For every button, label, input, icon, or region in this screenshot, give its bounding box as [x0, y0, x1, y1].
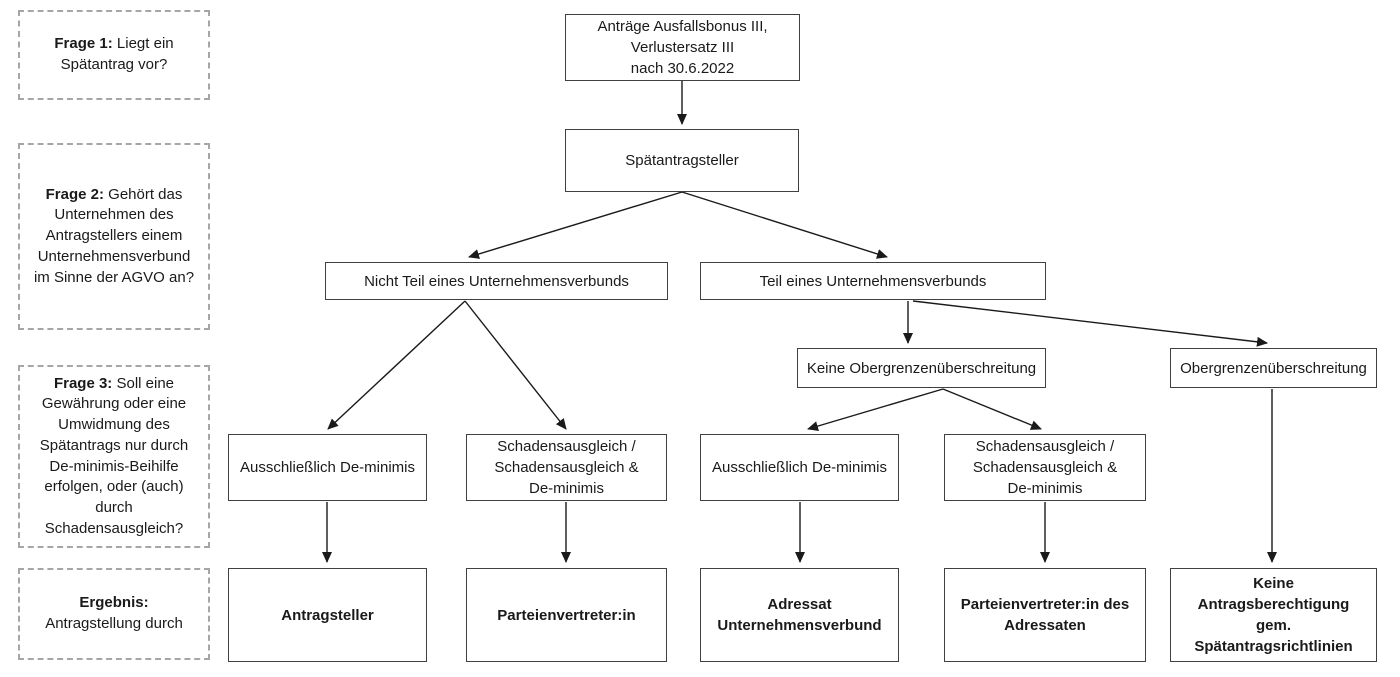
arrow-nicht-teil-de-minimis — [327, 300, 466, 430]
question-label: Ergebnis: — [79, 594, 149, 612]
arrow-spaetantragsteller-teil — [681, 191, 888, 259]
question-box-frage-2: Frage 2: Gehört das Unternehmen des Antr… — [18, 143, 210, 330]
flow-node-ergebnis-adressat: Adressat Unternehmensverbund — [700, 568, 899, 662]
question-body: Liegt ein Spätantrag vor? — [60, 35, 174, 73]
question-text: Frage 1: Liegt ein Spätantrag vor? — [30, 34, 198, 75]
flow-node-nicht-teil-verbund: Nicht Teil eines Unternehmensverbunds — [325, 262, 668, 300]
flow-node-root: Anträge Ausfallsbonus III, Verlustersatz… — [565, 14, 800, 81]
question-text: Frage 2: Gehört das Unternehmen des Antr… — [30, 185, 198, 288]
question-text: Ergebnis: Antragstellung durch — [30, 593, 198, 634]
flow-node-de-minimis-rechts: Ausschließlich De-minimis — [700, 434, 899, 501]
flow-node-teil-verbund: Teil eines Unternehmensverbunds — [700, 262, 1046, 300]
flow-node-schadensausgleich-rechts: Schadensausgleich / Schadensausgleich & … — [944, 434, 1146, 501]
question-box-frage-3: Frage 3: Soll eine Gewährung oder eine U… — [18, 365, 210, 548]
flow-node-spaetantragsteller: Spätantragsteller — [565, 129, 799, 192]
question-label: Frage 1: — [54, 35, 113, 53]
question-label: Frage 2: — [45, 185, 104, 203]
flow-node-ergebnis-parteienvertreter-adressat: Parteienvertreter:in des Adressaten — [944, 568, 1146, 662]
arrow-spaetantragsteller-nicht-teil — [468, 191, 683, 259]
question-text: Frage 3: Soll eine Gewährung oder eine U… — [30, 374, 198, 540]
flow-node-ergebnis-parteienvertreter: Parteienvertreter:in — [466, 568, 667, 662]
question-body: Antragstellung durch — [45, 615, 183, 632]
arrow-teil-obergrenze — [912, 300, 1268, 347]
arrow-keine-obergrenze-de-minimis — [807, 388, 944, 431]
question-box-ergebnis: Ergebnis: Antragstellung durch — [18, 568, 210, 660]
flow-node-keine-obergrenze: Keine Obergrenzenüberschreitung — [797, 348, 1046, 388]
question-body: Gehört das Unternehmen des Antragsteller… — [33, 185, 195, 286]
flow-node-schadensausgleich-links: Schadensausgleich / Schadensausgleich & … — [466, 434, 667, 501]
flow-node-obergrenze: Obergrenzenüberschreitung — [1170, 348, 1377, 388]
arrow-keine-obergrenze-schadensausgleich — [942, 388, 1042, 430]
flow-node-ergebnis-antragsteller: Antragsteller — [228, 568, 427, 662]
question-box-frage-1: Frage 1: Liegt ein Spätantrag vor? — [18, 10, 210, 100]
arrow-nicht-teil-schadensausgleich — [464, 300, 567, 430]
question-body: Soll eine Gewährung oder eine Umwidmung … — [39, 374, 189, 537]
question-label: Frage 3: — [53, 374, 113, 392]
flow-node-de-minimis-links: Ausschließlich De-minimis — [228, 434, 427, 501]
flow-node-ergebnis-keine-berechtigung: Keine Antragsberechtigung gem. Spätantra… — [1170, 568, 1377, 662]
